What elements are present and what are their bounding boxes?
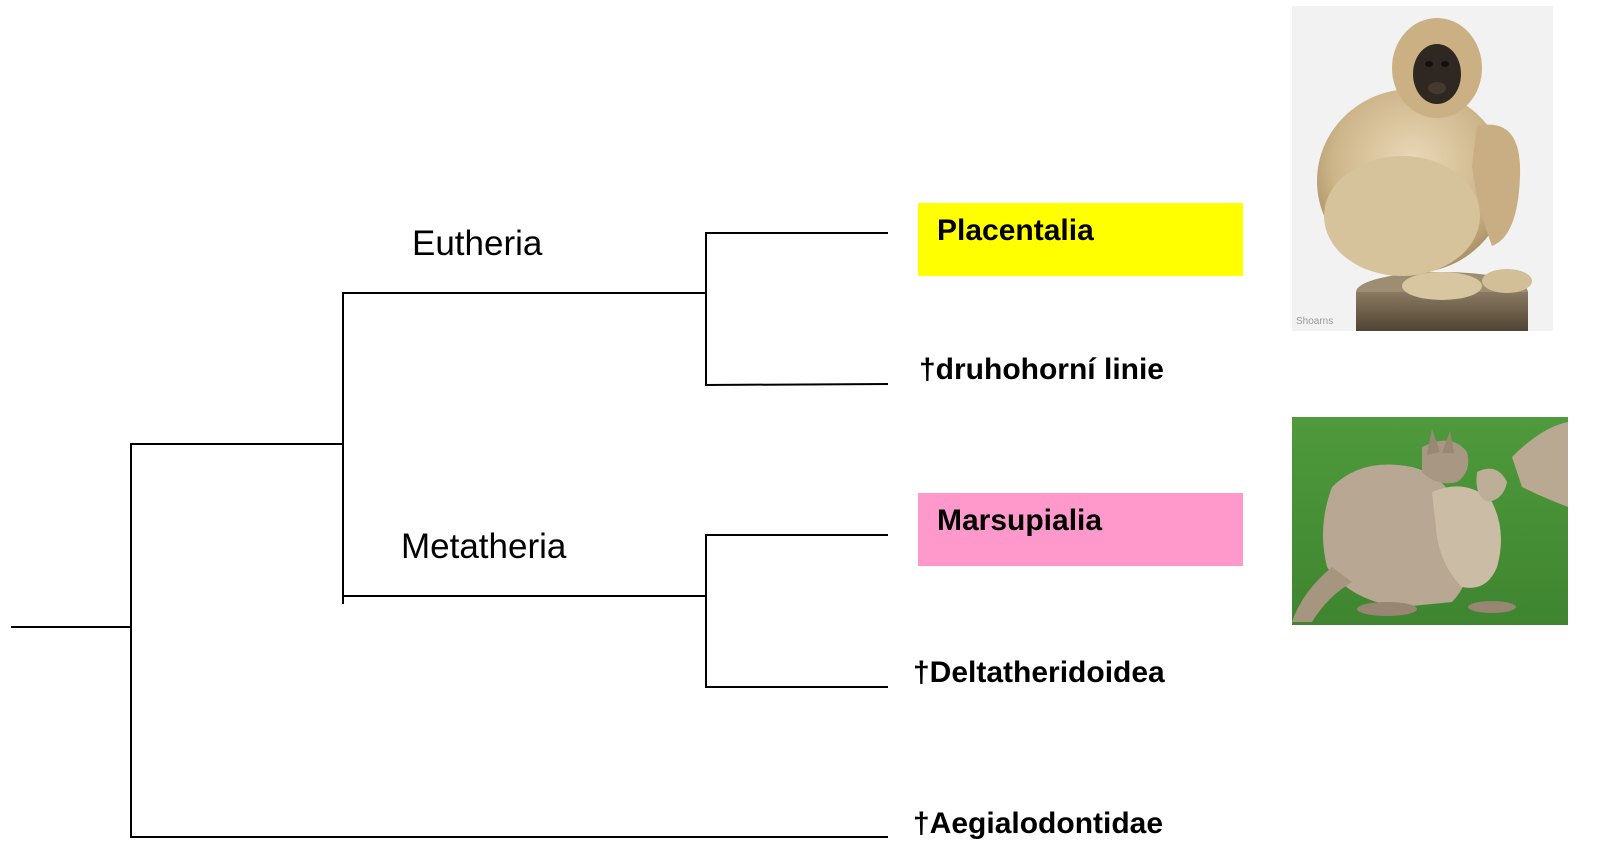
marsupialia-highlight: Marsupialia: [918, 493, 1243, 566]
gibbon-photo: Shoarns: [1292, 6, 1553, 331]
placentalia-highlight: Placentalia: [918, 203, 1243, 276]
kangaroo-photo: [1292, 417, 1568, 625]
branch-druhohorni: [706, 384, 887, 385]
kangaroo-illustration: [1292, 417, 1568, 625]
marsupialia-label: Marsupialia: [937, 504, 1102, 538]
gibbon-illustration: [1292, 6, 1553, 331]
metatheria-label: Metatheria: [401, 527, 566, 567]
deltatheridoidea-label: †Deltatheridoidea: [913, 656, 1165, 690]
placentalia-label: Placentalia: [937, 214, 1094, 248]
photo-credit: Shoarns: [1296, 316, 1333, 327]
druhohorni-label: †druhohorní linie: [919, 353, 1164, 387]
eutheria-label: Eutheria: [412, 224, 542, 264]
aegialodontidae-label: †Aegialodontidae: [913, 807, 1163, 841]
